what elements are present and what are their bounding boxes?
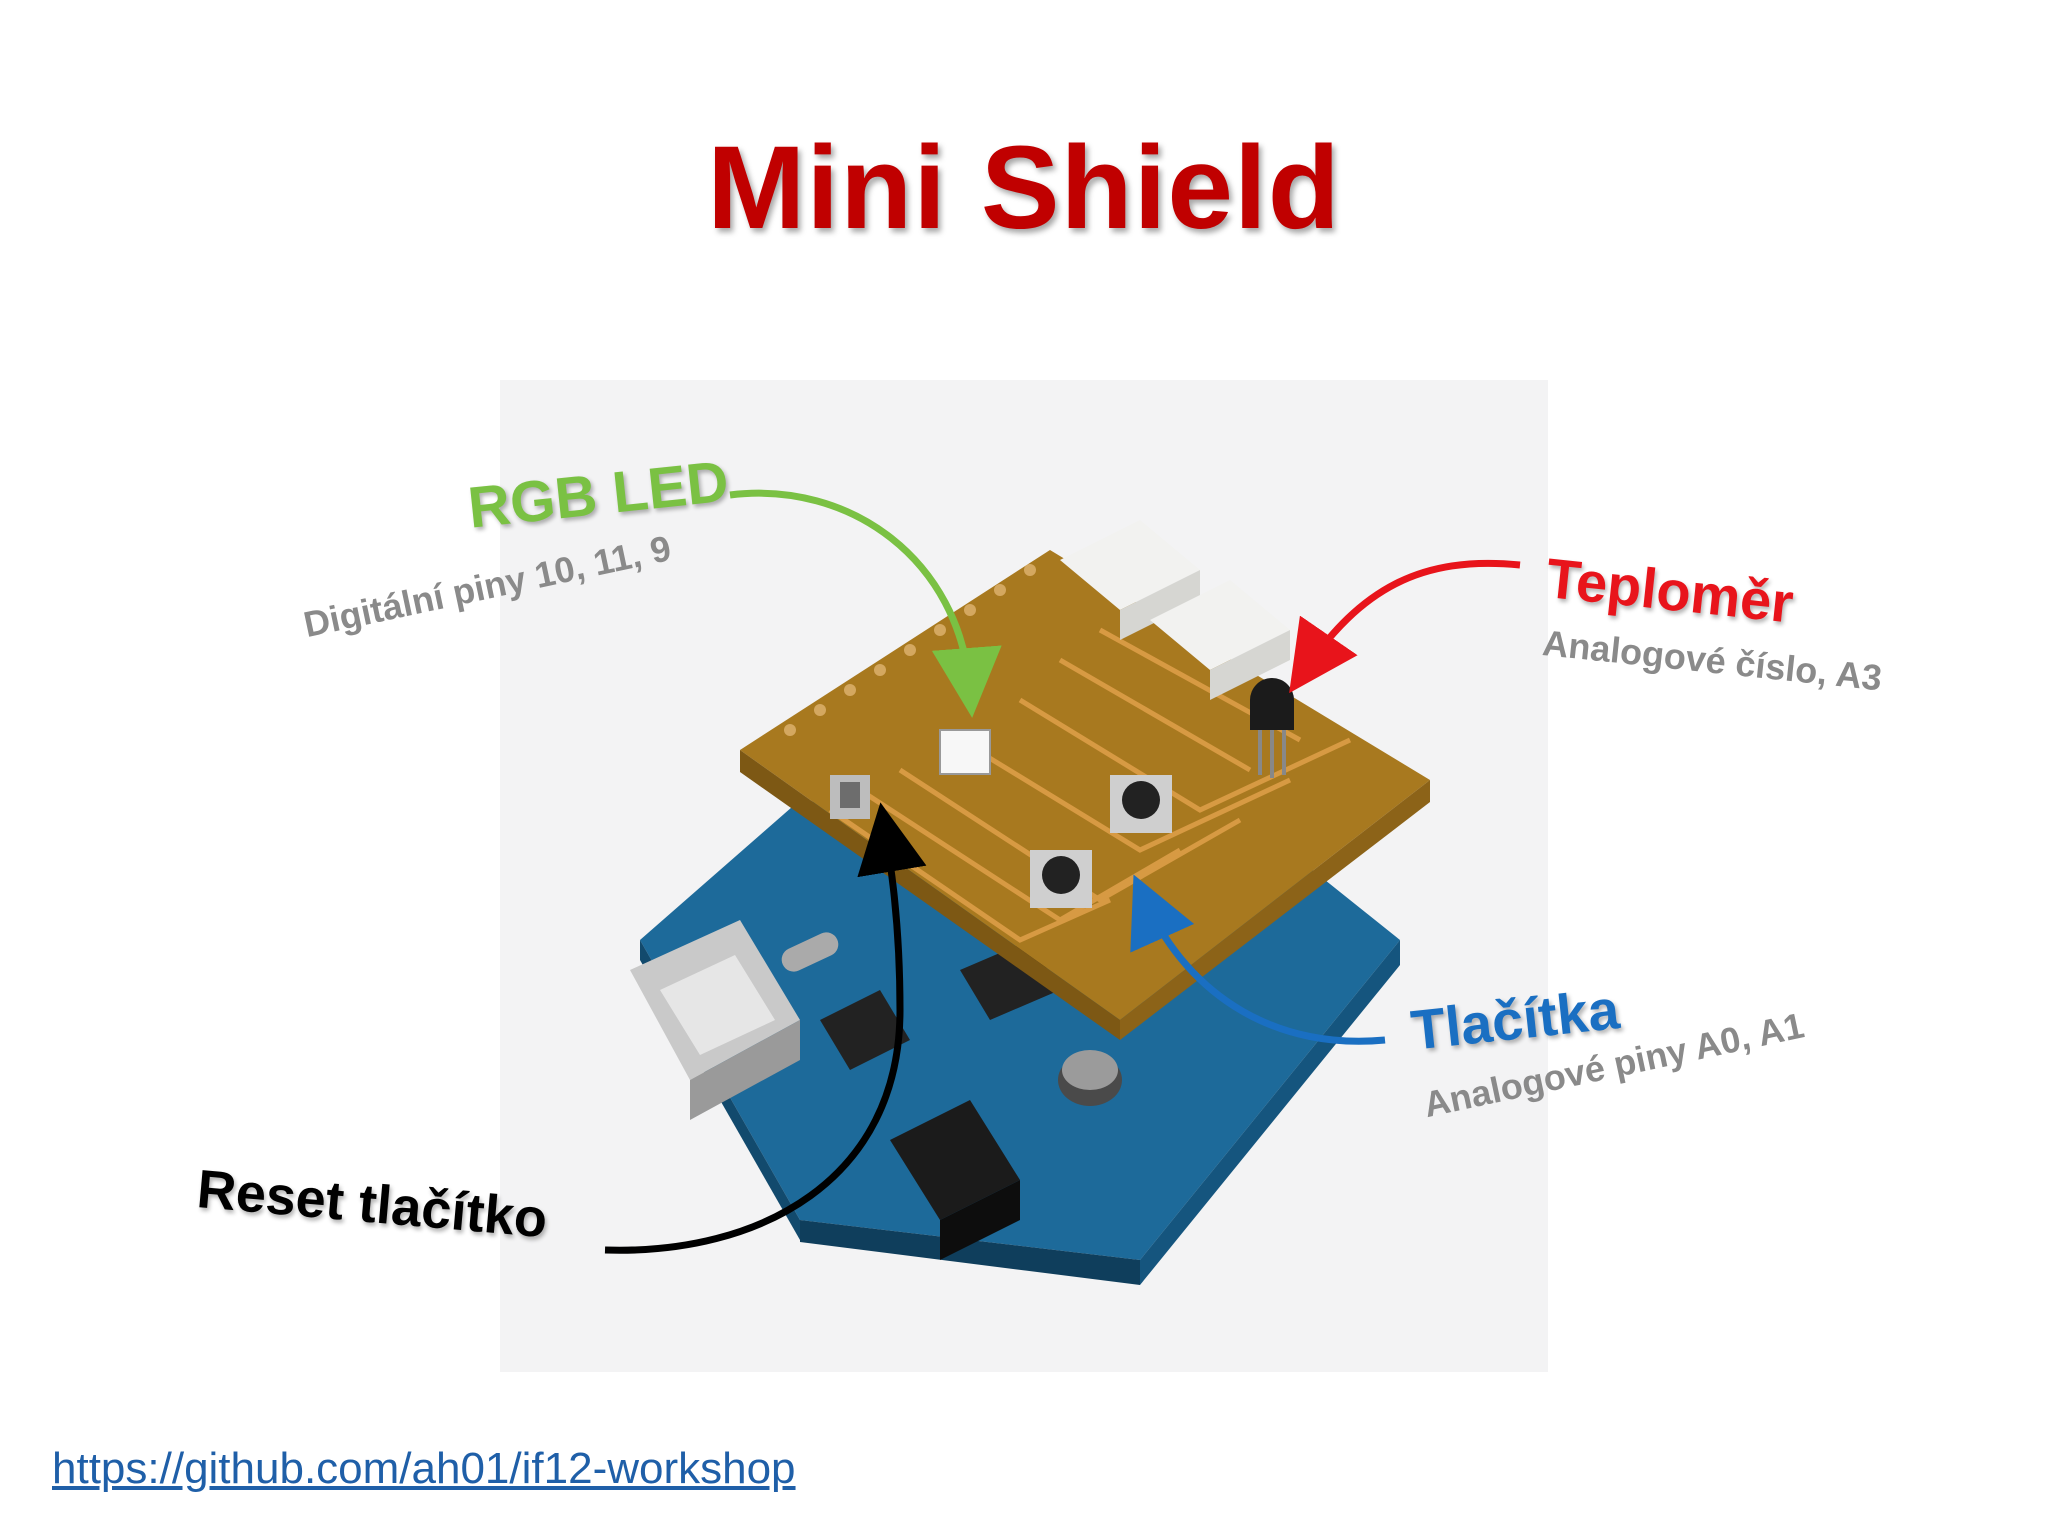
thermometer-detail: Analogové číslo, A3 (1540, 622, 1884, 699)
reset-label: Reset tlačítko (194, 1158, 550, 1250)
github-link[interactable]: https://github.com/ah01/if12-workshop (52, 1444, 796, 1493)
slide-title: Mini Shield (707, 122, 1341, 254)
thermometer-label: Teploměr (1543, 545, 1797, 635)
